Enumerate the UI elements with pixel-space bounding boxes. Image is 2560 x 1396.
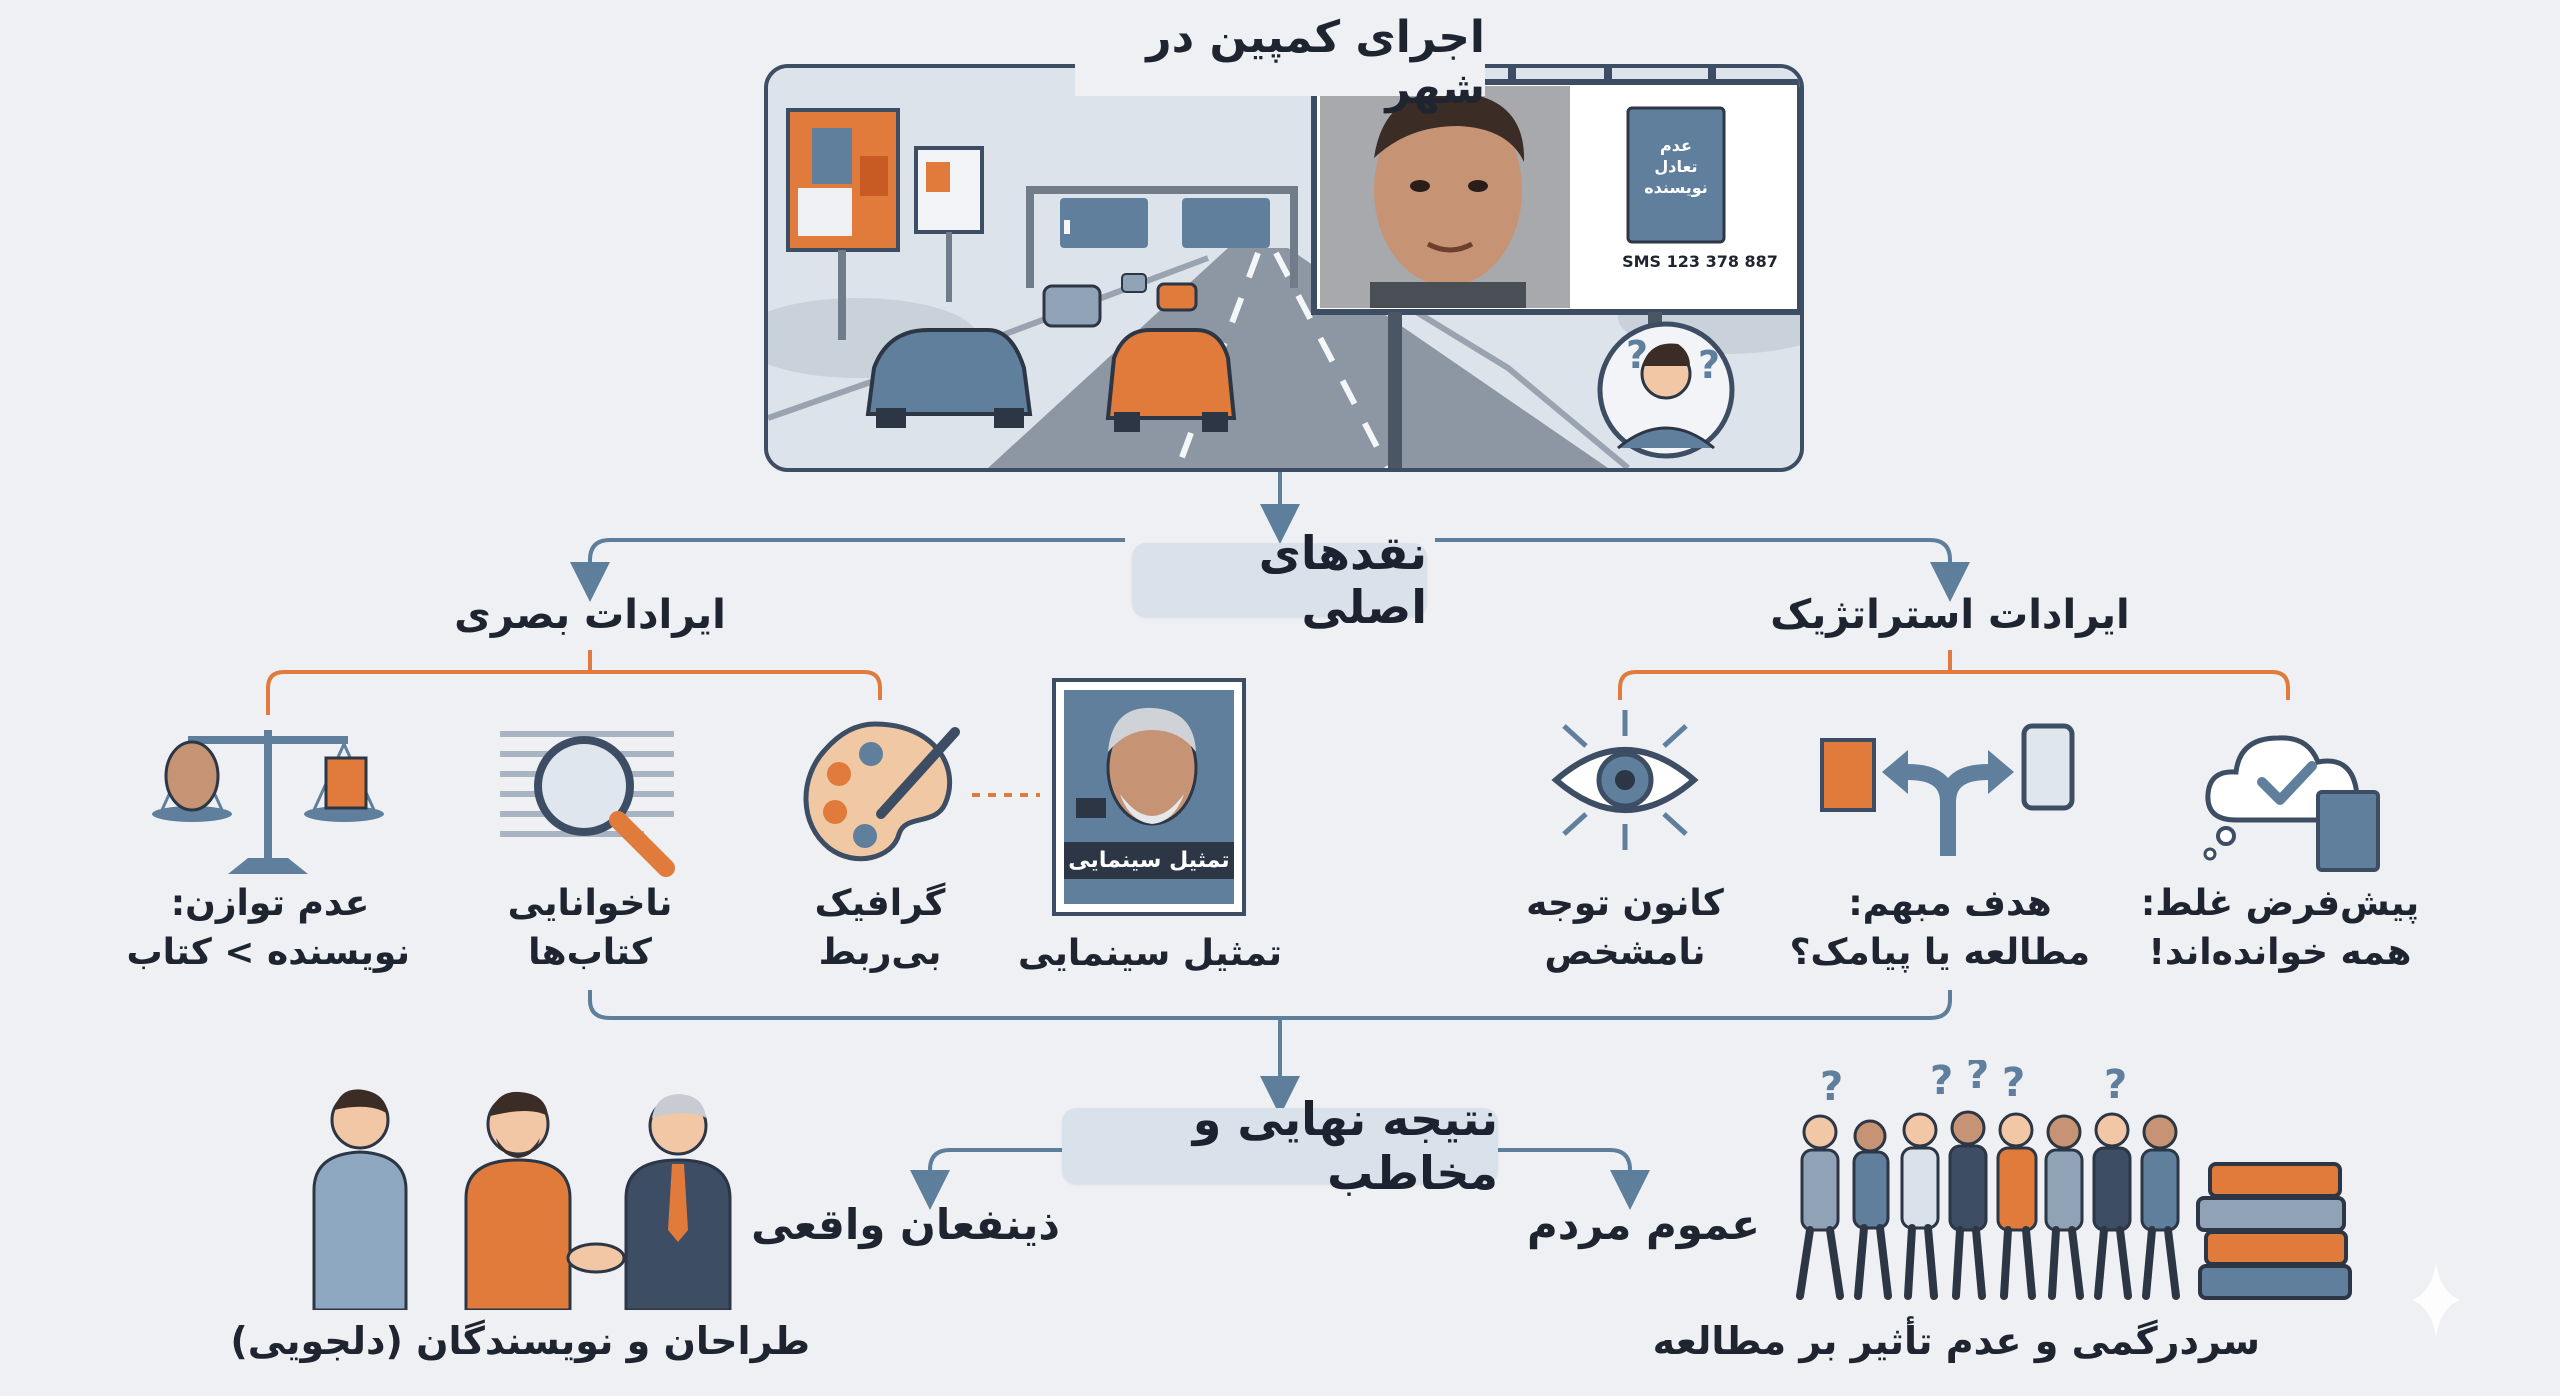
svg-text:?: ? (1930, 1060, 1953, 1104)
public-heading: عموم مردم (1526, 1200, 1760, 1249)
stakeholders-heading: ذینفعان واقعی (751, 1200, 1060, 1249)
eye-icon (1551, 710, 1699, 850)
visual-issues-heading: ایرادات بصری (454, 592, 726, 638)
cinematic-card-text: تمثیل سینمایی (1064, 842, 1234, 879)
svg-text:?: ? (1966, 1060, 1989, 1098)
issue-wrong-assumption: پیش‌فرض غلط: همه خوانده‌اند! (2140, 883, 2420, 973)
thought-cloud-check-icon (2203, 735, 2380, 872)
billboard-sms-number: SMS 123 378 887 (1622, 252, 1778, 271)
campaign-scene: ? ? عدم تعادل نویسنده SMS 123 378 887 (764, 64, 1804, 472)
billboard-book-title: عدم تعادل نویسنده (1644, 136, 1708, 197)
issue-irrelevant-graphic: گرافیک بی‌ربط (814, 883, 946, 973)
issue-unclear-focus: کانون توجه نامشخص (1526, 883, 1724, 973)
magnifier-icon (500, 731, 675, 877)
confused-crowd-illustration: ??? ?? (1796, 1060, 2352, 1300)
svg-text:?: ? (1698, 343, 1720, 387)
balance-scale-icon (152, 730, 384, 874)
public-result: سردرگمی و عدم تأثیر بر مطالعه (1652, 1319, 2260, 1363)
campaign-title: اجرای کمپین در شهر (1075, 12, 1485, 114)
issue-cinematic: تمثیل سینمایی (1017, 933, 1283, 974)
sparkle-icon (2412, 1262, 2460, 1338)
fork-choice-icon (1820, 723, 2075, 856)
critiques-title: نقدهای اصلی (1132, 526, 1427, 634)
stakeholders-handshake-illustration (312, 1089, 732, 1310)
svg-text:?: ? (2002, 1060, 2025, 1106)
svg-text:?: ? (1626, 333, 1648, 377)
issue-vague-goal: هدف مبهم: مطالعه یا پیامک؟ (1789, 883, 2090, 973)
issue-illegible-books: ناخوانایی کتاب‌ها (507, 883, 673, 973)
stakeholders-result: طراحان و نویسندگان (دلجویی) (230, 1319, 810, 1363)
cinematic-poster-card: تمثیل سینمایی (1052, 678, 1246, 916)
outcome-title: نتیجه نهایی و مخاطب (1062, 1092, 1498, 1200)
highway-billboard-illustration: ? ? (768, 68, 1800, 468)
svg-text:?: ? (2104, 1062, 2127, 1108)
svg-text:?: ? (1820, 1064, 1843, 1110)
strategic-issues-heading: ایرادات استراتژیک (1770, 592, 2130, 638)
palette-icon (803, 721, 960, 862)
issue-imbalance: عدم توازن: نویسنده > کتاب (126, 883, 410, 973)
